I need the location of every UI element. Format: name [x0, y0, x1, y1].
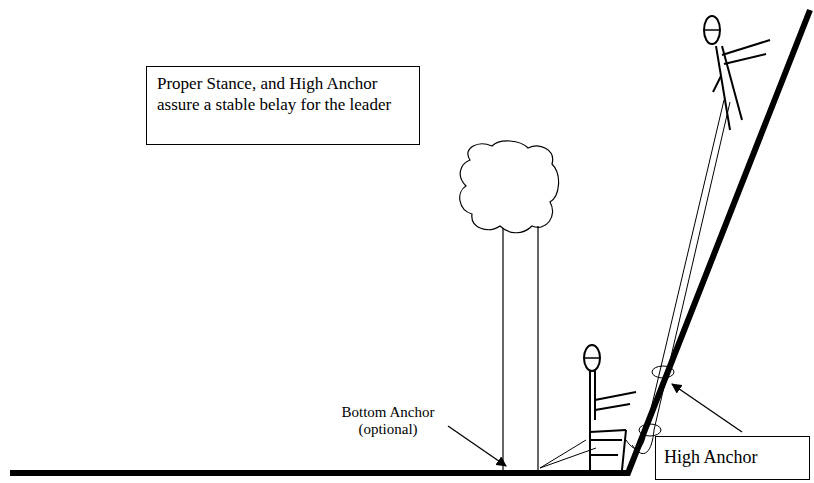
- climber-arm: [724, 54, 766, 64]
- text-box: Proper Stance, and High Anchor assure a …: [146, 66, 420, 145]
- belayer-arm: [595, 392, 636, 400]
- climber-head: [704, 16, 720, 44]
- belayer-head: [584, 345, 600, 371]
- leader-line: [448, 426, 506, 466]
- climber-face: [705, 29, 719, 31]
- belayer-leg: [590, 454, 618, 456]
- belayer-face: [585, 357, 599, 359]
- box-text: High Anchor: [664, 447, 801, 469]
- belayer-body: [594, 371, 596, 420]
- leader-line: [672, 384, 742, 432]
- climbing-rope: [632, 102, 730, 454]
- box-text: Proper Stance, and High Anchor assure a …: [157, 74, 409, 115]
- tree-trunk: [537, 226, 538, 470]
- annotation-label: Bottom Anchor (optional): [328, 404, 448, 439]
- anchor-rope: [540, 448, 596, 468]
- belayer-leg: [622, 430, 626, 470]
- climber-arm: [722, 40, 770, 55]
- climber-harness: [713, 76, 721, 92]
- climber-body: [716, 46, 730, 130]
- belayer-leg: [590, 439, 622, 441]
- tree-crown: [460, 141, 559, 233]
- ground-and-wall: [10, 10, 810, 473]
- belayer-arm: [595, 404, 630, 410]
- text-box: High Anchor: [655, 436, 810, 480]
- anchor-sling: [639, 424, 661, 436]
- climbing-rope: [626, 100, 724, 449]
- tree-trunk: [502, 228, 503, 470]
- belayer-leg: [590, 430, 626, 432]
- anchor-sling: [652, 366, 674, 378]
- climber-body: [722, 46, 742, 120]
